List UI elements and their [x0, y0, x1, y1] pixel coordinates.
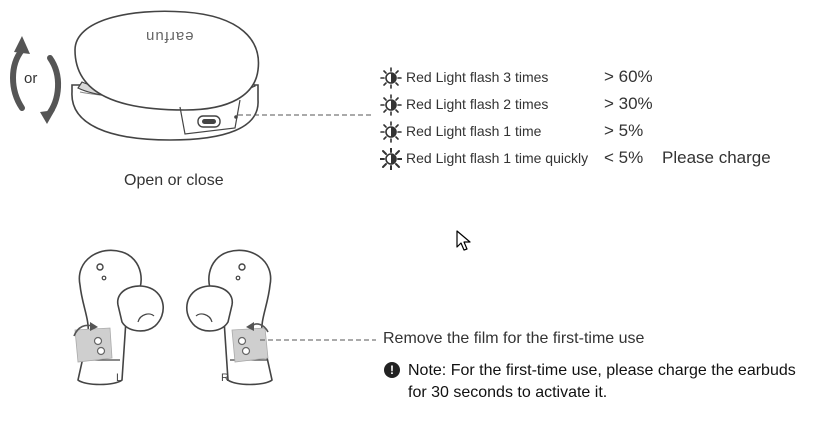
indicator-row: Red Light flash 2 times > 30%: [380, 94, 780, 116]
please-charge-text: Please charge: [662, 148, 771, 167]
mouse-cursor-icon: [456, 230, 471, 251]
exclamation-icon: !: [384, 362, 400, 378]
sun-flash-icon: [380, 94, 402, 116]
film-leader-line: [260, 339, 376, 341]
quick-flash-icon: [380, 148, 402, 170]
right-earbud: [186, 249, 273, 386]
indicator-text: Red Light flash 3 times: [406, 69, 549, 85]
rotate-or-label: or: [24, 70, 38, 87]
indicator-text: Red Light flash 1 time: [406, 123, 542, 139]
note-line-1: Note: For the first-time use, please cha…: [408, 362, 796, 379]
left-earbud-label: L: [116, 372, 123, 384]
film-caption: Remove the film for the first-time use: [383, 330, 645, 347]
indicator-row: Red Light flash 3 times > 60%: [380, 67, 780, 89]
rotate-arrows-icon: [10, 36, 62, 124]
right-earbud-label: R: [221, 372, 229, 384]
case-leader-line: [238, 114, 374, 116]
left-earbud: [73, 249, 164, 386]
indicator-value: > 60%: [604, 67, 653, 86]
indicator-value: > 30%: [604, 94, 653, 113]
indicator-value: < 5%: [604, 148, 644, 167]
sun-flash-icon: [380, 121, 402, 143]
charging-case-illustration: [0, 0, 300, 200]
earbuds-illustration: [60, 240, 290, 400]
case-caption: Open or close: [124, 172, 224, 189]
indicator-value: > 5%: [604, 121, 644, 140]
indicator-row: Red Light flash 1 time > 5%: [380, 121, 780, 143]
note-line-2: for 30 seconds to activate it.: [408, 384, 608, 401]
case-brand-logo: earfun: [145, 28, 194, 45]
indicator-text: Red Light flash 2 times: [406, 96, 549, 112]
sun-flash-icon: [380, 67, 402, 89]
indicator-row: Red Light flash 1 time quickly < 5% Plea…: [380, 148, 800, 170]
indicator-text: Red Light flash 1 time quickly: [406, 150, 589, 166]
